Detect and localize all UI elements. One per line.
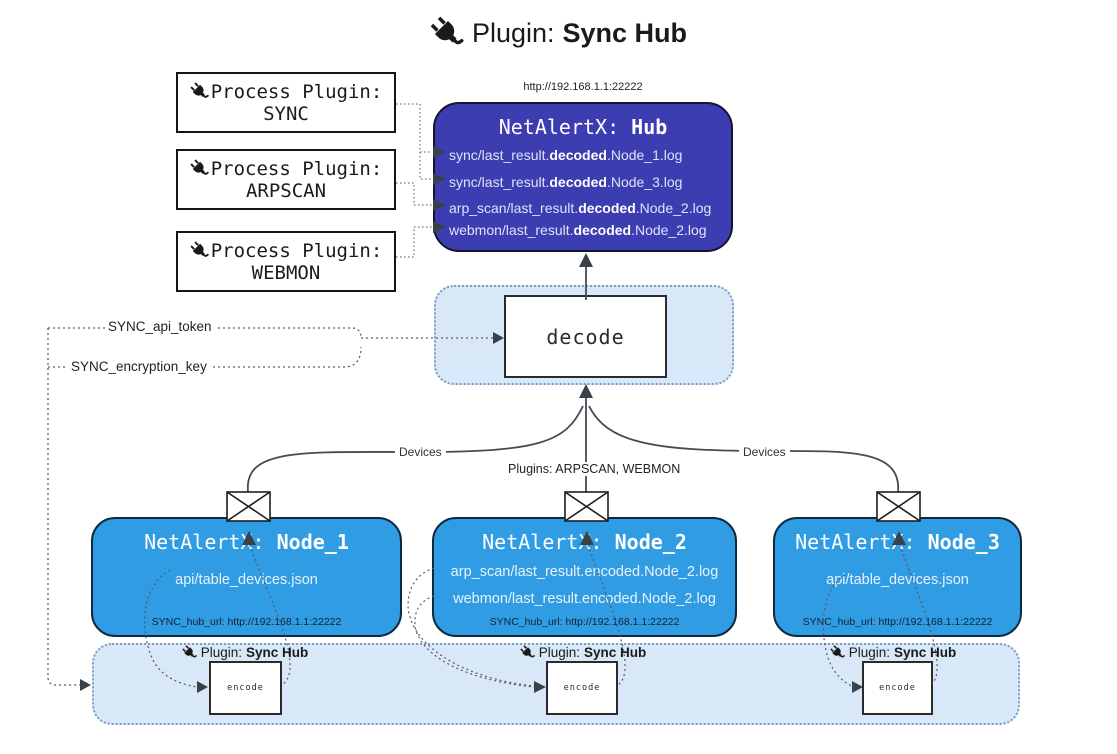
edge-webmon-plugin xyxy=(396,226,432,258)
encode-plugin-label: Plugin: Sync Hub xyxy=(513,645,653,660)
process-plugin-name: SYNC xyxy=(263,102,309,125)
node-box-node3: NetAlertX: Node_3 api/table_devices.json… xyxy=(773,517,1022,637)
process-plugin-label: Process Plugin: xyxy=(210,239,383,262)
hub-title: NetAlertX: Hub xyxy=(498,115,668,139)
process-plugin-name: WEBMON xyxy=(251,261,321,284)
sync-encryption-key-label: SYNC_encryption_key xyxy=(68,359,210,374)
encode-plugin-label: Plugin: Sync Hub xyxy=(823,645,963,660)
node-title: NetAlertX: Node_2 xyxy=(482,530,687,554)
node-hub-url: SYNC_hub_url: http://192.168.1.1:22222 xyxy=(151,616,342,628)
node-hub-url: SYNC_hub_url: http://192.168.1.1:22222 xyxy=(802,616,993,628)
node-title: NetAlertX: Node_3 xyxy=(795,530,1000,554)
node-file-line: api/table_devices.json xyxy=(826,572,969,588)
plug-icon xyxy=(189,159,209,178)
node-file-line: webmon/last_result.encoded.Node_2.log xyxy=(453,591,716,607)
devices-label-right: Devices xyxy=(739,445,790,459)
hub-log-line: sync/last_result.decoded.Node_3.log xyxy=(449,174,683,190)
encode-box: encode xyxy=(209,661,282,715)
plugins-label-center: Plugins: ARPSCAN, WEBMON xyxy=(504,462,685,476)
plug-icon xyxy=(189,241,209,260)
hub-log-line: arp_scan/last_result.decoded.Node_2.log xyxy=(449,200,712,216)
node-title: NetAlertX: Node_1 xyxy=(144,530,349,554)
plug-icon xyxy=(189,82,209,101)
process-plugin-box-sync: Process Plugin: SYNC xyxy=(176,72,396,133)
hub-log-line: webmon/last_result.decoded.Node_2.log xyxy=(449,222,707,238)
process-plugin-box-arpscan: Process Plugin: ARPSCAN xyxy=(176,149,396,210)
decode-box: decode xyxy=(504,295,667,378)
process-plugin-label: Process Plugin: xyxy=(210,80,383,103)
node-file-line: api/table_devices.json xyxy=(175,572,318,588)
plug-icon xyxy=(829,645,845,660)
node-file-line: arp_scan/last_result.encoded.Node_2.log xyxy=(450,564,719,580)
encode-box: encode xyxy=(862,661,933,715)
hub-log-line: sync/last_result.decoded.Node_1.log xyxy=(449,147,683,163)
process-plugin-label: Process Plugin: xyxy=(210,157,383,180)
process-plugin-box-webmon: Process Plugin: WEBMON xyxy=(176,231,396,292)
encode-plugin-label: Plugin: Sync Hub xyxy=(175,645,315,660)
edge-sync-plugin xyxy=(396,103,432,180)
edge-config-to-encode xyxy=(47,328,80,686)
node-hub-url: SYNC_hub_url: http://192.168.1.1:22222 xyxy=(489,616,680,628)
node-box-node2: NetAlertX: Node_2 arp_scan/last_result.e… xyxy=(432,517,737,637)
encode-box: encode xyxy=(546,661,618,715)
process-plugin-name: ARPSCAN xyxy=(245,179,327,202)
node-box-node1: NetAlertX: Node_1 api/table_devices.json… xyxy=(91,517,402,637)
hub-box: NetAlertX: Hub sync/last_result.decoded.… xyxy=(433,102,733,252)
page-title-name: Sync Hub xyxy=(562,17,688,48)
page-title-prefix: Plugin: xyxy=(471,17,555,48)
sync-api-token-label: SYNC_api_token xyxy=(105,319,215,334)
plug-icon xyxy=(181,645,197,660)
hub-url: http://192.168.1.1:22222 xyxy=(523,81,643,93)
devices-label-left: Devices xyxy=(395,445,446,459)
plug-icon xyxy=(519,645,535,660)
edge-arpscan-plugin xyxy=(396,182,432,206)
page-title: Plugin: Sync Hub xyxy=(0,16,1117,50)
plug-icon xyxy=(429,16,464,50)
